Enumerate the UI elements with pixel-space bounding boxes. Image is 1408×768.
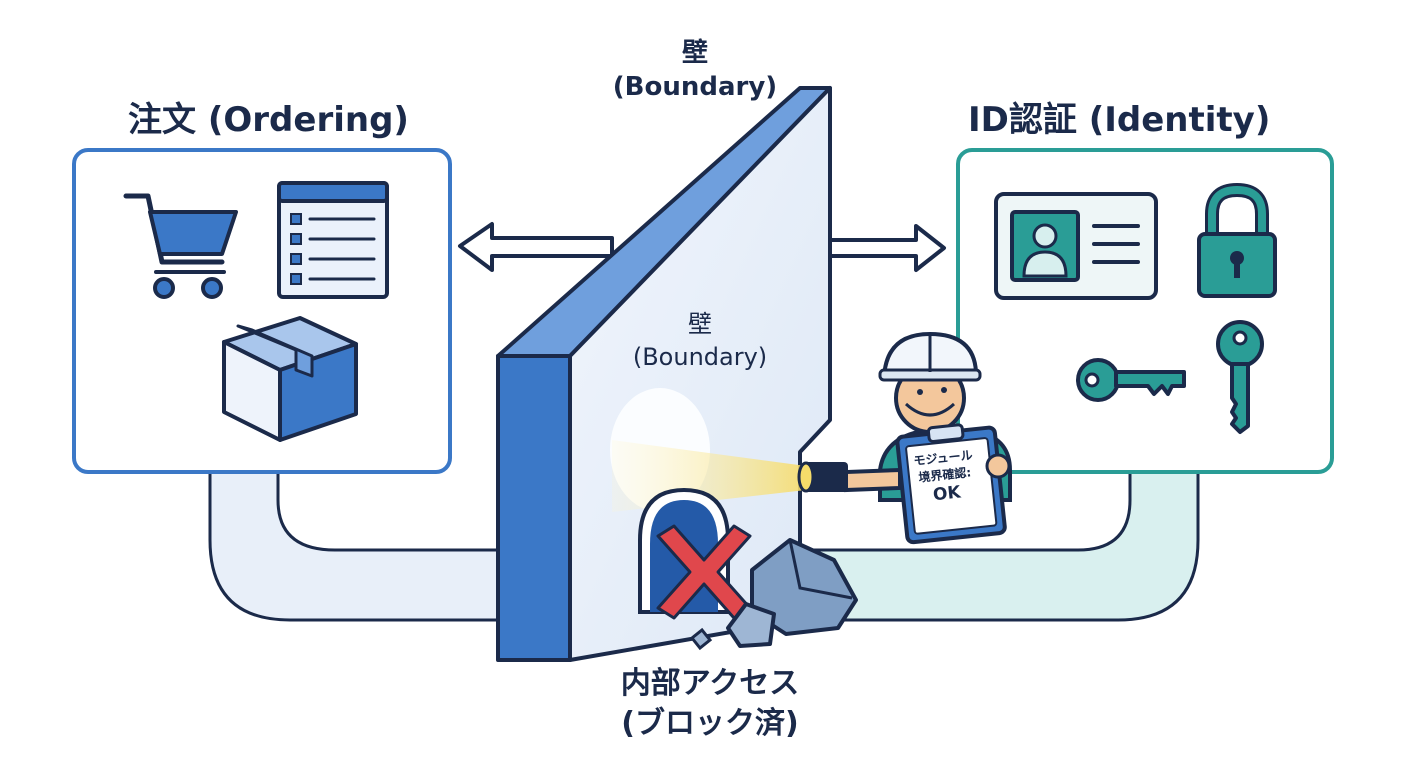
id-card-icon <box>994 192 1158 300</box>
identity-context-title: ID認証 (Identity) <box>968 100 1271 140</box>
wall-face-label: 壁 (Boundary) <box>600 308 800 374</box>
package-box-icon <box>222 316 358 442</box>
wall-top-label-kanji: 壁 <box>681 38 708 68</box>
order-list-icon <box>277 181 389 299</box>
wall-top-label: 壁 (Boundary) <box>590 36 800 104</box>
wall-top-label-en: (Boundary) <box>612 72 778 102</box>
connection-pipe-right <box>798 470 1200 622</box>
inspector-worker <box>797 331 1012 545</box>
wall-face-label-en: (Boundary) <box>632 343 768 371</box>
internal-access-line2: (ブロック済) <box>621 706 799 741</box>
left-bidirectional-arrow <box>458 222 614 272</box>
shopping-cart-icon <box>123 193 238 299</box>
internal-access-label: 内部アクセス (ブロック済) <box>590 664 830 744</box>
key-icon <box>1216 320 1264 434</box>
rubble-rocks <box>689 538 858 651</box>
padlock-icon <box>1197 182 1277 298</box>
key-icon <box>1076 358 1186 402</box>
connection-pipe-left <box>208 466 522 622</box>
wall-face-label-kanji: 壁 <box>688 310 712 338</box>
internal-access-line1: 内部アクセス <box>620 666 800 701</box>
ordering-context-title: 注文 (Ordering) <box>128 100 409 140</box>
clipboard-text: モジュール 境界確認: OK <box>902 446 987 507</box>
